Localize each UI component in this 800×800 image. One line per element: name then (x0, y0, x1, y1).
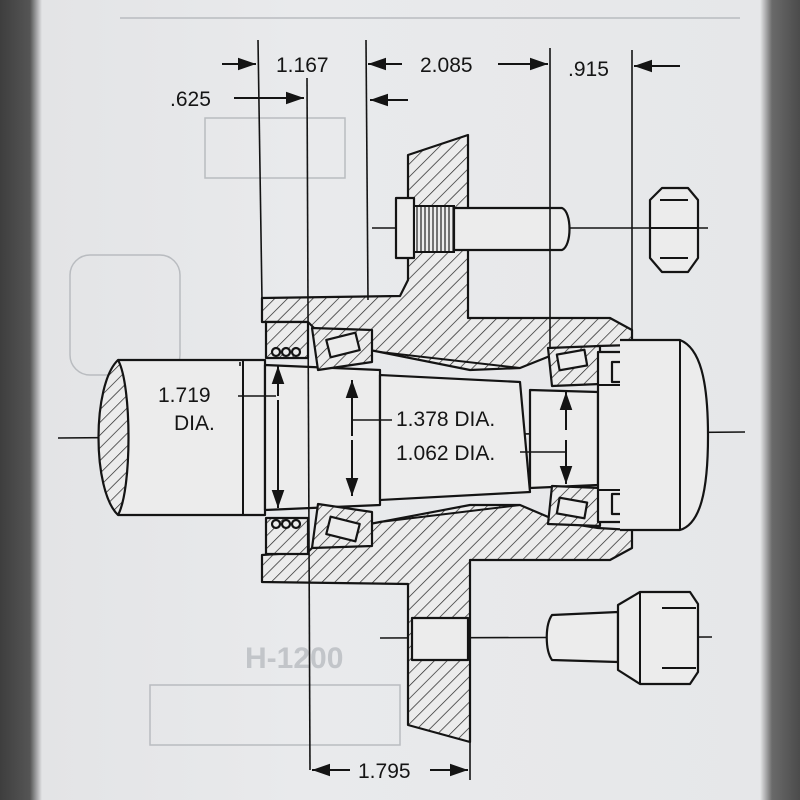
extension-lines (239, 39, 633, 780)
dim-spindle-diameter: 1.719 (158, 384, 211, 407)
dim-inner-bearing-width: 1.167 (276, 54, 329, 77)
stud-hole-bottom (410, 616, 470, 662)
dim-outer-bearing-diameter: 1.062 DIA. (396, 442, 495, 465)
lug-nut-top (648, 186, 700, 274)
grease-cap (620, 338, 710, 532)
background-ghost-drawing: H-1200 (69, 17, 740, 746)
dim-flange-to-hub: .625 (170, 88, 211, 111)
inner-bearing (310, 326, 374, 550)
dim-hub-offset: 1.795 (358, 760, 411, 783)
dim-inner-bearing-diameter: 1.378 DIA. (396, 408, 495, 431)
dim-bearing-spacing: 2.085 (420, 54, 473, 77)
dim-cap-length: .915 (568, 58, 609, 81)
outer-bearing (546, 344, 602, 528)
wheel-stud-top (394, 196, 571, 260)
lug-nut-bottom (545, 590, 700, 686)
svg-text:H-1200: H-1200 (245, 642, 343, 675)
dim-spindle-diameter-unit: DIA. (174, 412, 215, 435)
